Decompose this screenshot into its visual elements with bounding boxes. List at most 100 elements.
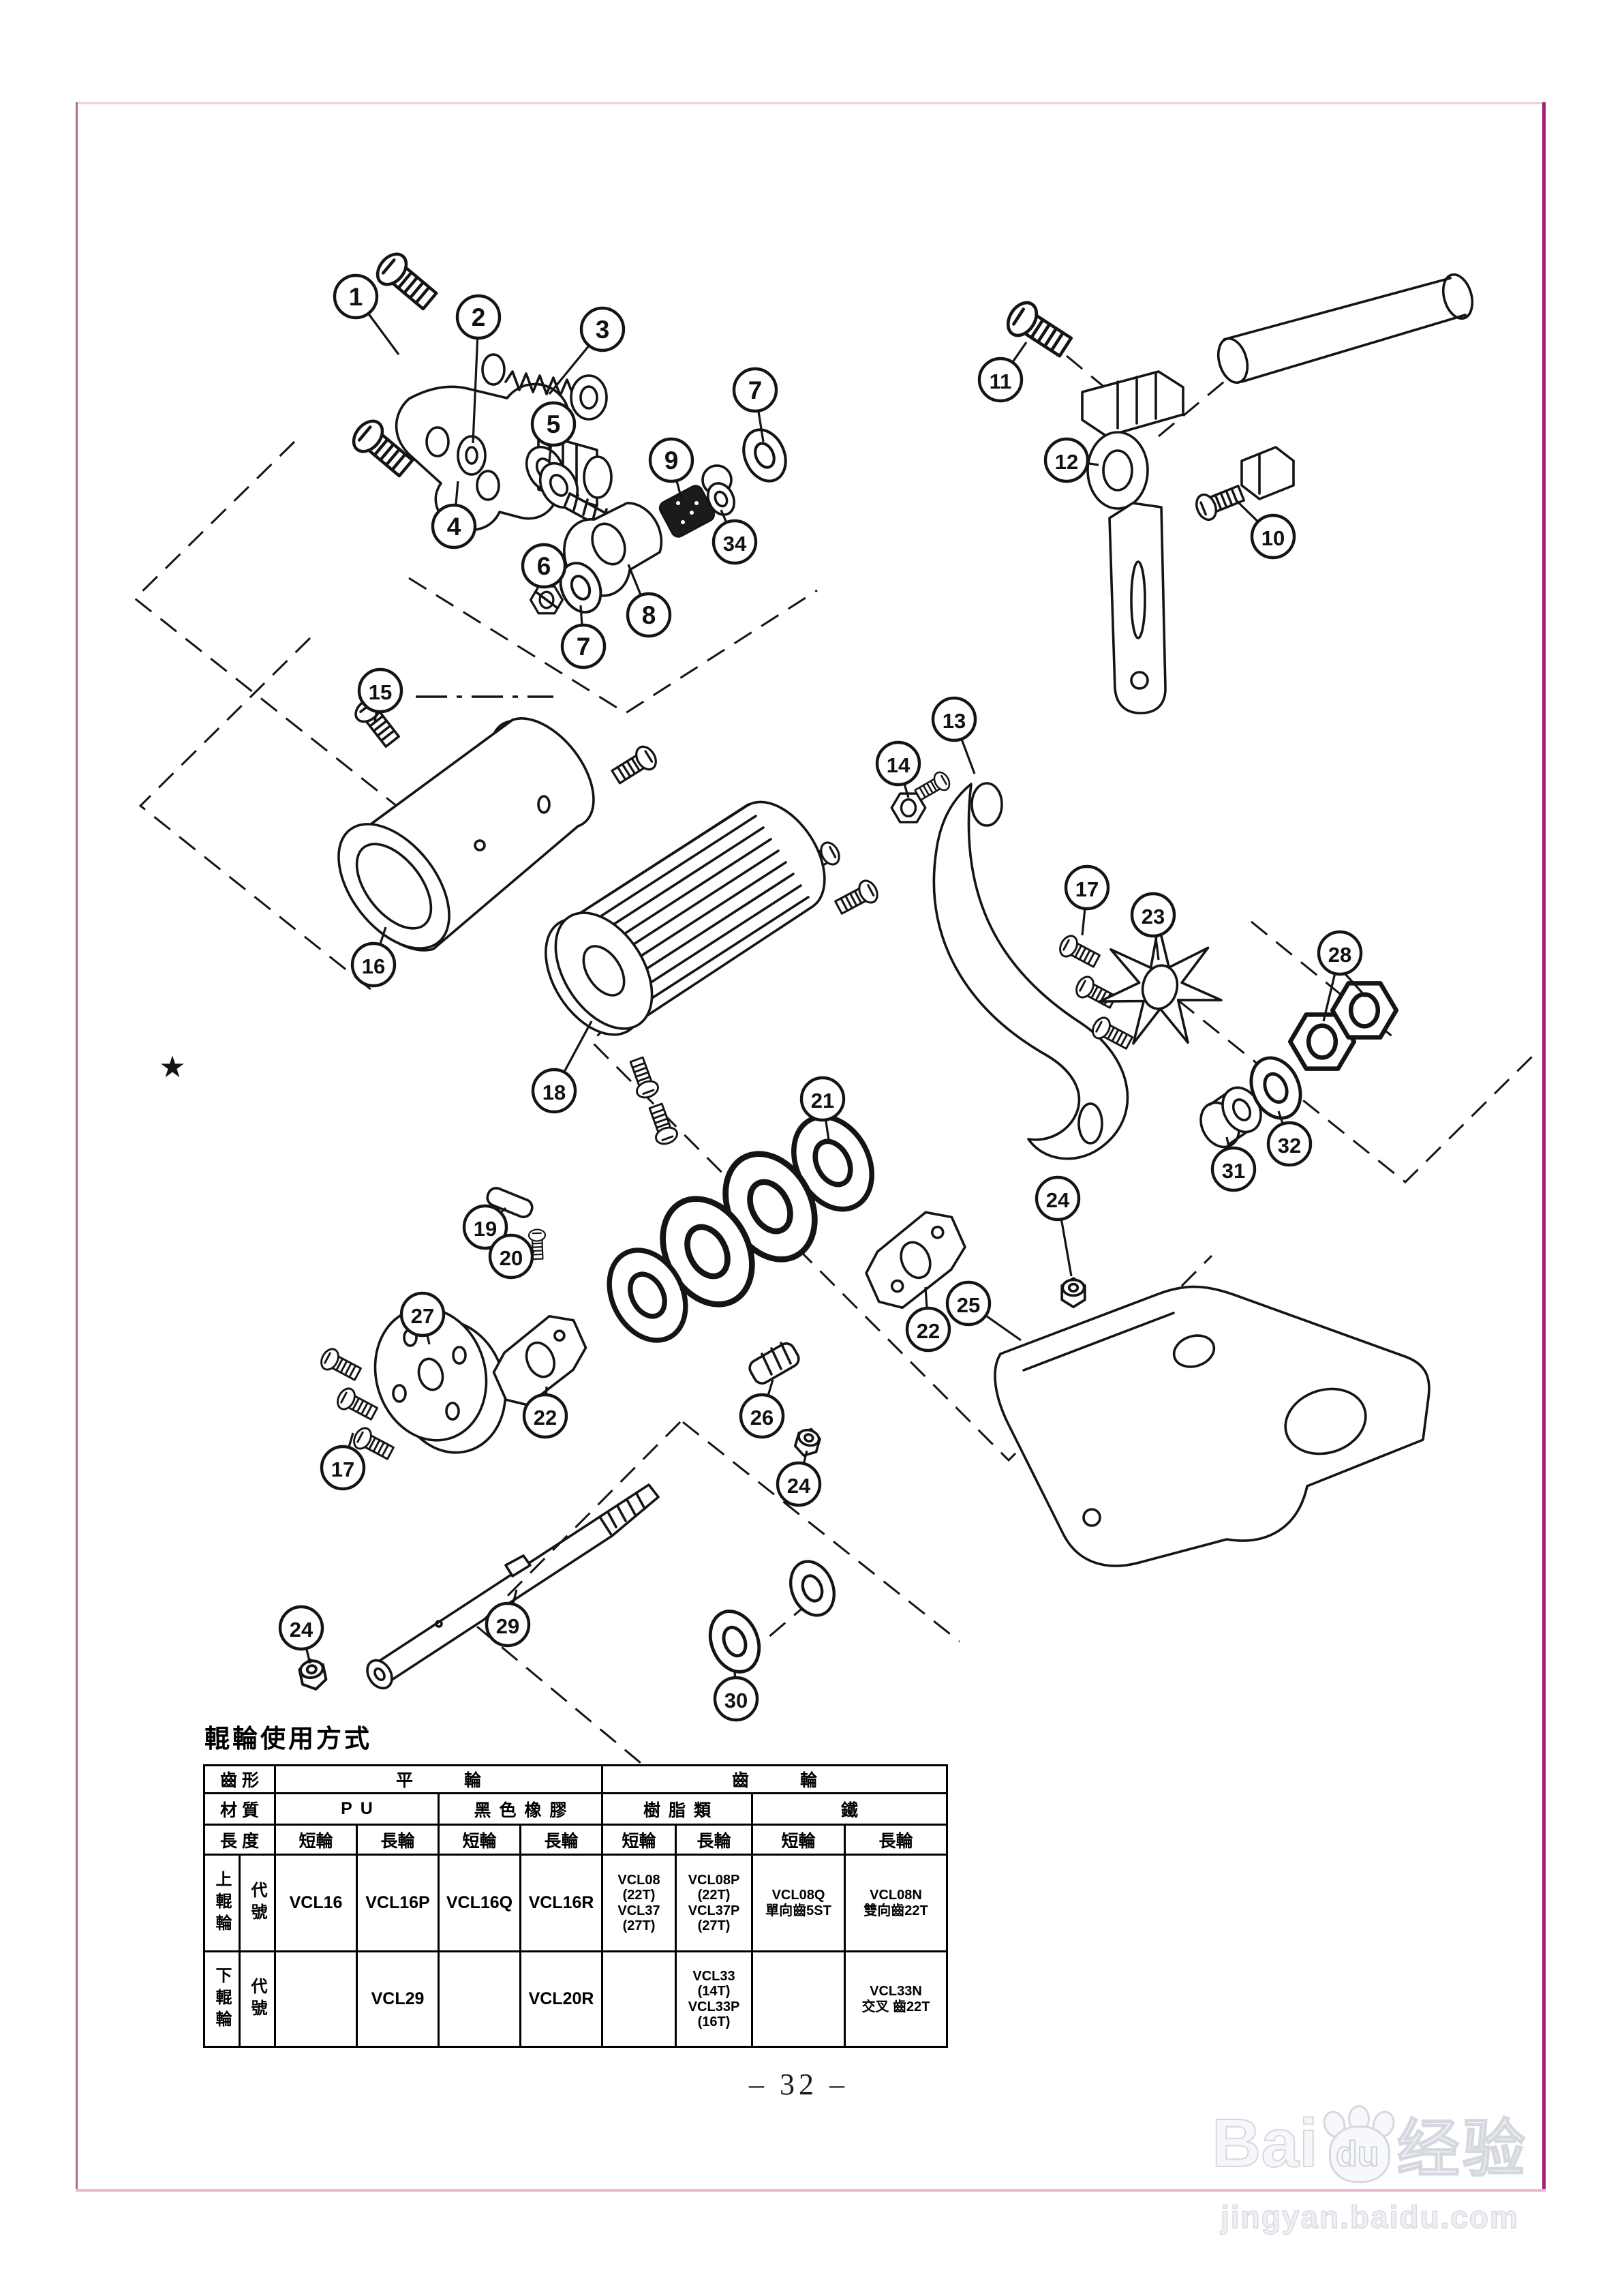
row-label-upper-roller: 上輥輪 — [203, 1854, 241, 1952]
part-balloon-13 — [931, 696, 977, 742]
bushing-cylinder-assembly — [337, 693, 661, 952]
watermark-bai-text: Bai — [1211, 2104, 1319, 2182]
part-balloon-24 — [776, 1461, 822, 1507]
part-code-cell: VCL16R — [519, 1854, 603, 1952]
part-code-cell — [751, 1950, 846, 2048]
watermark-du-text: du — [1335, 2134, 1380, 2175]
part-balloon-number: 23 — [1142, 905, 1165, 928]
part-balloon-30 — [713, 1676, 759, 1722]
part-balloon-10 — [1250, 513, 1296, 560]
part-balloon-number: 32 — [1278, 1134, 1301, 1158]
part-code-cell: VCL29 — [356, 1950, 440, 2048]
part-balloon-number: 34 — [723, 532, 747, 556]
part-balloon-25 — [945, 1280, 992, 1327]
part-balloon-number: 8 — [642, 601, 656, 629]
part-balloon-17 — [320, 1445, 366, 1491]
part-balloon-18 — [531, 1068, 577, 1114]
part-code-cell: VCL08 (22T) VCL37 (27T) — [601, 1854, 677, 1952]
col-long-wheel: 長輪 — [675, 1824, 753, 1856]
table-title: 輥輪使用方式 — [204, 1725, 372, 1753]
part-balloon-29 — [485, 1601, 531, 1648]
part-balloon-number: 13 — [943, 709, 966, 733]
part-balloon-28 — [1317, 930, 1363, 976]
part-balloon-number: 24 — [290, 1618, 313, 1642]
part-balloon-number: 6 — [537, 552, 551, 580]
part-balloon-6 — [521, 543, 567, 589]
part-code-cell: VCL08Q 單向齒5ST — [751, 1854, 846, 1952]
col-short-wheel: 短輪 — [751, 1824, 846, 1856]
part-balloon-1 — [333, 273, 379, 320]
part-balloon-11 — [977, 357, 1024, 403]
part-balloon-number: 21 — [811, 1089, 834, 1113]
header-row-length: 長 度 短輪 長輪 短輪 長輪 短輪 長輪 短輪 長輪 — [203, 1824, 948, 1856]
part-balloon-26 — [739, 1393, 785, 1439]
star-marker: ★ — [159, 1050, 185, 1085]
part-balloon-number: 20 — [500, 1246, 523, 1270]
part-balloon-number: 4 — [447, 513, 461, 541]
part-balloon-4 — [431, 503, 477, 549]
part-balloon-number: 18 — [542, 1081, 566, 1104]
page-frame-left — [76, 102, 78, 2191]
part-balloon-7 — [732, 367, 778, 413]
part-balloon-number: 16 — [362, 954, 385, 978]
part-balloon-number: 2 — [472, 303, 486, 331]
finned-gear-roller — [545, 800, 826, 1148]
part-balloon-number: 14 — [887, 753, 911, 777]
row-label-code: 代號 — [239, 1950, 276, 2048]
page-frame-right — [1542, 102, 1546, 2191]
part-balloon-number: 22 — [917, 1319, 940, 1343]
header-gear-wheel: 齒 輪 — [601, 1764, 948, 1794]
part-balloon-21 — [799, 1076, 846, 1122]
part-balloon-number: 28 — [1328, 943, 1351, 967]
baidu-paw-icon: du — [1319, 2104, 1398, 2183]
part-balloon-number: 5 — [547, 410, 561, 438]
arm-and-rod-assembly — [1003, 273, 1474, 714]
col-long-wheel: 長輪 — [519, 1824, 603, 1856]
part-balloon-number: 12 — [1055, 450, 1078, 474]
part-balloon-number: 17 — [331, 1457, 354, 1481]
part-balloon-5 — [530, 401, 577, 447]
part-balloon-16 — [350, 941, 397, 988]
part-balloon-number: 30 — [724, 1689, 748, 1712]
part-balloon-number: 7 — [577, 633, 591, 661]
part-code-cell — [438, 1950, 521, 2048]
part-code-cell: VCL33N 交叉 齒22T — [844, 1950, 948, 2048]
header-tooth-shape: 齒 形 — [203, 1764, 276, 1794]
row-label-code: 代號 — [239, 1854, 276, 1952]
part-balloon-9 — [648, 437, 694, 483]
part-balloon-number: 24 — [787, 1474, 811, 1498]
part-balloon-number: 26 — [750, 1406, 774, 1430]
header-material: 材 質 — [203, 1792, 276, 1826]
part-balloon-20 — [488, 1233, 534, 1280]
lower-roller-row: 下輥輪 代號 VCL29 VCL20R VCL33 (14T) VCL33P (… — [203, 1950, 948, 2048]
part-balloon-number: 3 — [596, 316, 610, 344]
col-long-wheel: 長輪 — [844, 1824, 948, 1856]
part-code-cell: VCL20R — [519, 1950, 603, 2048]
header-row-material: 材 質 PU 黑色橡膠 樹脂類 鐵 — [203, 1792, 948, 1826]
part-code-cell: VCL33 (14T) VCL33P (16T) — [675, 1950, 753, 2048]
page-frame-bottom — [76, 2189, 1546, 2192]
col-long-wheel: 長輪 — [356, 1824, 440, 1856]
page-frame-top — [76, 102, 1546, 104]
part-balloon-number: 15 — [369, 680, 392, 704]
part-balloon-8 — [626, 592, 672, 638]
part-balloon-19 — [462, 1204, 508, 1250]
part-balloon-27 — [399, 1291, 446, 1338]
part-balloon-34 — [711, 519, 758, 565]
roller-usage-table: 齒 形 平 輪 齒 輪 材 質 PU 黑色橡膠 樹脂類 鐵 長 度 短輪 長輪 … — [203, 1764, 948, 2048]
part-balloon-number: 11 — [990, 369, 1012, 393]
upper-roller-bracket-assembly — [348, 249, 794, 620]
upper-roller-row: 上輥輪 代號 VCL16 VCL16P VCL16Q VCL16R VCL08 … — [203, 1854, 948, 1952]
part-balloon-number: 24 — [1046, 1188, 1070, 1212]
part-balloon-number: 22 — [534, 1406, 557, 1430]
part-balloon-15 — [357, 667, 403, 714]
part-balloon-number: 17 — [1075, 877, 1099, 901]
material-black-rubber: 黑色橡膠 — [438, 1792, 603, 1826]
lower-arm-bracket — [748, 1277, 1430, 1622]
part-code-cell: VCL16Q — [438, 1854, 521, 1952]
header-flat-wheel: 平 輪 — [274, 1764, 603, 1794]
rubber-roller-stack — [486, 1103, 966, 1353]
part-balloon-31 — [1210, 1146, 1257, 1192]
